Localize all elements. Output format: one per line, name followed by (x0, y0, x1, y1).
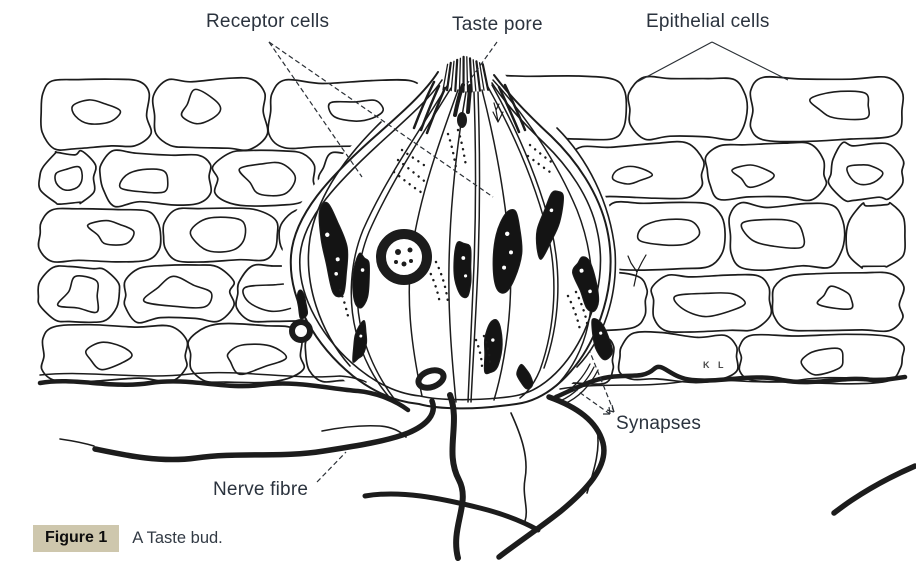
artist-signature: K L (703, 360, 727, 370)
leader-lines (268, 41, 789, 483)
nerve-fibres (59, 392, 916, 561)
taste-pore-microvilli (442, 55, 490, 128)
label-epithelial-cells: Epithelial cells (646, 11, 770, 32)
figure-caption-text: A Taste bud. (132, 529, 223, 547)
label-taste-pore: Taste pore (452, 14, 543, 35)
label-nerve-fibre: Nerve fibre (213, 479, 309, 500)
figure-caption-tag: Figure 1 (33, 525, 120, 552)
stipple-dots (338, 128, 590, 370)
figure-caption: Figure 1 A Taste bud. (33, 525, 223, 552)
basement-membrane (37, 364, 908, 413)
receptor-cell-nuclei (289, 190, 614, 391)
label-receptor-cells: Receptor cells (206, 11, 330, 32)
branching-twigs (492, 102, 647, 287)
label-synapses: Synapses (616, 413, 702, 434)
